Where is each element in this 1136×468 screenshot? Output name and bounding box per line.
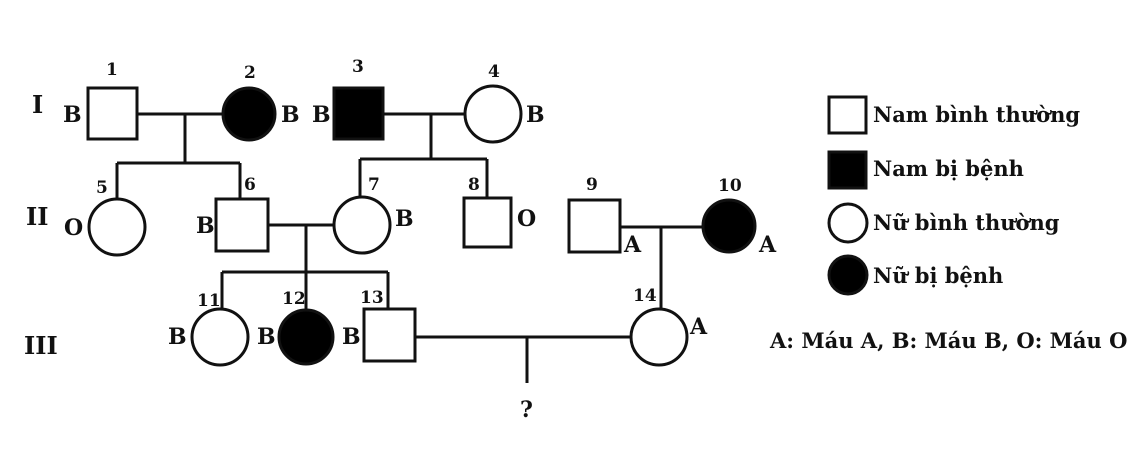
individual-3: 3 B <box>312 57 385 141</box>
male-symbol <box>462 196 513 249</box>
male-symbol <box>214 197 270 253</box>
blood-type-label: A <box>689 314 708 340</box>
female-symbol <box>87 197 147 257</box>
female-symbol <box>332 195 392 255</box>
blood-type-label: O <box>517 206 536 232</box>
individual-number: 9 <box>586 175 598 195</box>
individual-number: 5 <box>96 178 108 198</box>
individual-9: 9 A <box>567 175 642 258</box>
blood-type-label: O <box>64 215 83 241</box>
generation-label-2: II <box>26 202 48 231</box>
male-symbol <box>86 86 139 141</box>
legend: Nam bình thường Nam bị bệnh Nữ bình thườ… <box>769 95 1127 353</box>
legend-item-normal-female: Nữ bình thường <box>827 202 1060 244</box>
female-symbol <box>629 307 689 367</box>
female-symbol <box>701 198 757 254</box>
unknown-child-mark: ? <box>520 397 533 423</box>
individual-7: 7 B <box>332 175 414 255</box>
legend-label: Nam bị bệnh <box>873 156 1024 181</box>
individual-4: 4 B <box>463 62 545 144</box>
blood-type-label: B <box>312 102 331 128</box>
legend-item-normal-male: Nam bình thường <box>827 95 1080 135</box>
individual-8: 8 O <box>462 175 536 249</box>
blood-type-label: B <box>395 206 414 232</box>
individual-number: 8 <box>468 175 480 195</box>
individual-number: 11 <box>197 291 221 311</box>
individual-number: 4 <box>488 62 500 82</box>
individual-2: 2 B <box>221 63 300 142</box>
individual-number: 3 <box>352 57 364 77</box>
blood-type-label: B <box>526 102 545 128</box>
female-symbol <box>221 86 277 142</box>
male-symbol <box>827 95 868 135</box>
individual-1: 1 B <box>63 60 139 141</box>
individual-number: 7 <box>368 175 380 195</box>
male-symbol <box>827 150 868 190</box>
generation-label-1: I <box>32 90 43 119</box>
legend-label: Nữ bị bệnh <box>873 263 1003 288</box>
blood-type-label: B <box>168 324 187 350</box>
individual-14: 14 A <box>629 286 708 367</box>
individual-6: 6 B <box>196 175 270 253</box>
legend-label: Nam bình thường <box>873 102 1080 127</box>
individual-number: 6 <box>244 175 256 195</box>
blood-type-label: A <box>758 232 777 258</box>
male-symbol <box>362 307 417 363</box>
individual-10: 10 A <box>701 176 777 258</box>
blood-type-label: B <box>257 324 276 350</box>
individual-13: 13 B <box>342 288 417 363</box>
individual-12: 12 B <box>257 289 335 366</box>
female-symbol <box>190 307 250 367</box>
individual-number: 2 <box>244 63 256 83</box>
individual-number: 14 <box>633 286 657 306</box>
female-symbol <box>463 84 523 144</box>
female-symbol <box>827 202 869 244</box>
blood-type-key: A: Máu A, B: Máu B, O: Máu O <box>769 328 1127 353</box>
blood-type-label: B <box>63 102 82 128</box>
male-symbol <box>332 86 385 141</box>
blood-type-label: A <box>623 232 642 258</box>
pedigree-lines <box>115 112 703 383</box>
individual-11: 11 B <box>168 291 250 367</box>
blood-type-label: B <box>196 213 215 239</box>
generation-label-3: III <box>24 331 58 360</box>
blood-type-label: B <box>342 324 361 350</box>
male-symbol <box>567 198 622 254</box>
individual-number: 12 <box>282 289 306 309</box>
legend-item-affected-male: Nam bị bệnh <box>827 150 1024 190</box>
individual-number: 13 <box>360 288 384 308</box>
female-symbol <box>277 308 335 366</box>
legend-label: Nữ bình thường <box>873 210 1060 235</box>
individual-5: 5 O <box>64 178 147 257</box>
female-symbol <box>827 254 869 296</box>
individual-number: 10 <box>718 176 742 196</box>
individual-number: 1 <box>106 60 118 80</box>
blood-type-label: B <box>281 102 300 128</box>
legend-item-affected-female: Nữ bị bệnh <box>827 254 1003 296</box>
